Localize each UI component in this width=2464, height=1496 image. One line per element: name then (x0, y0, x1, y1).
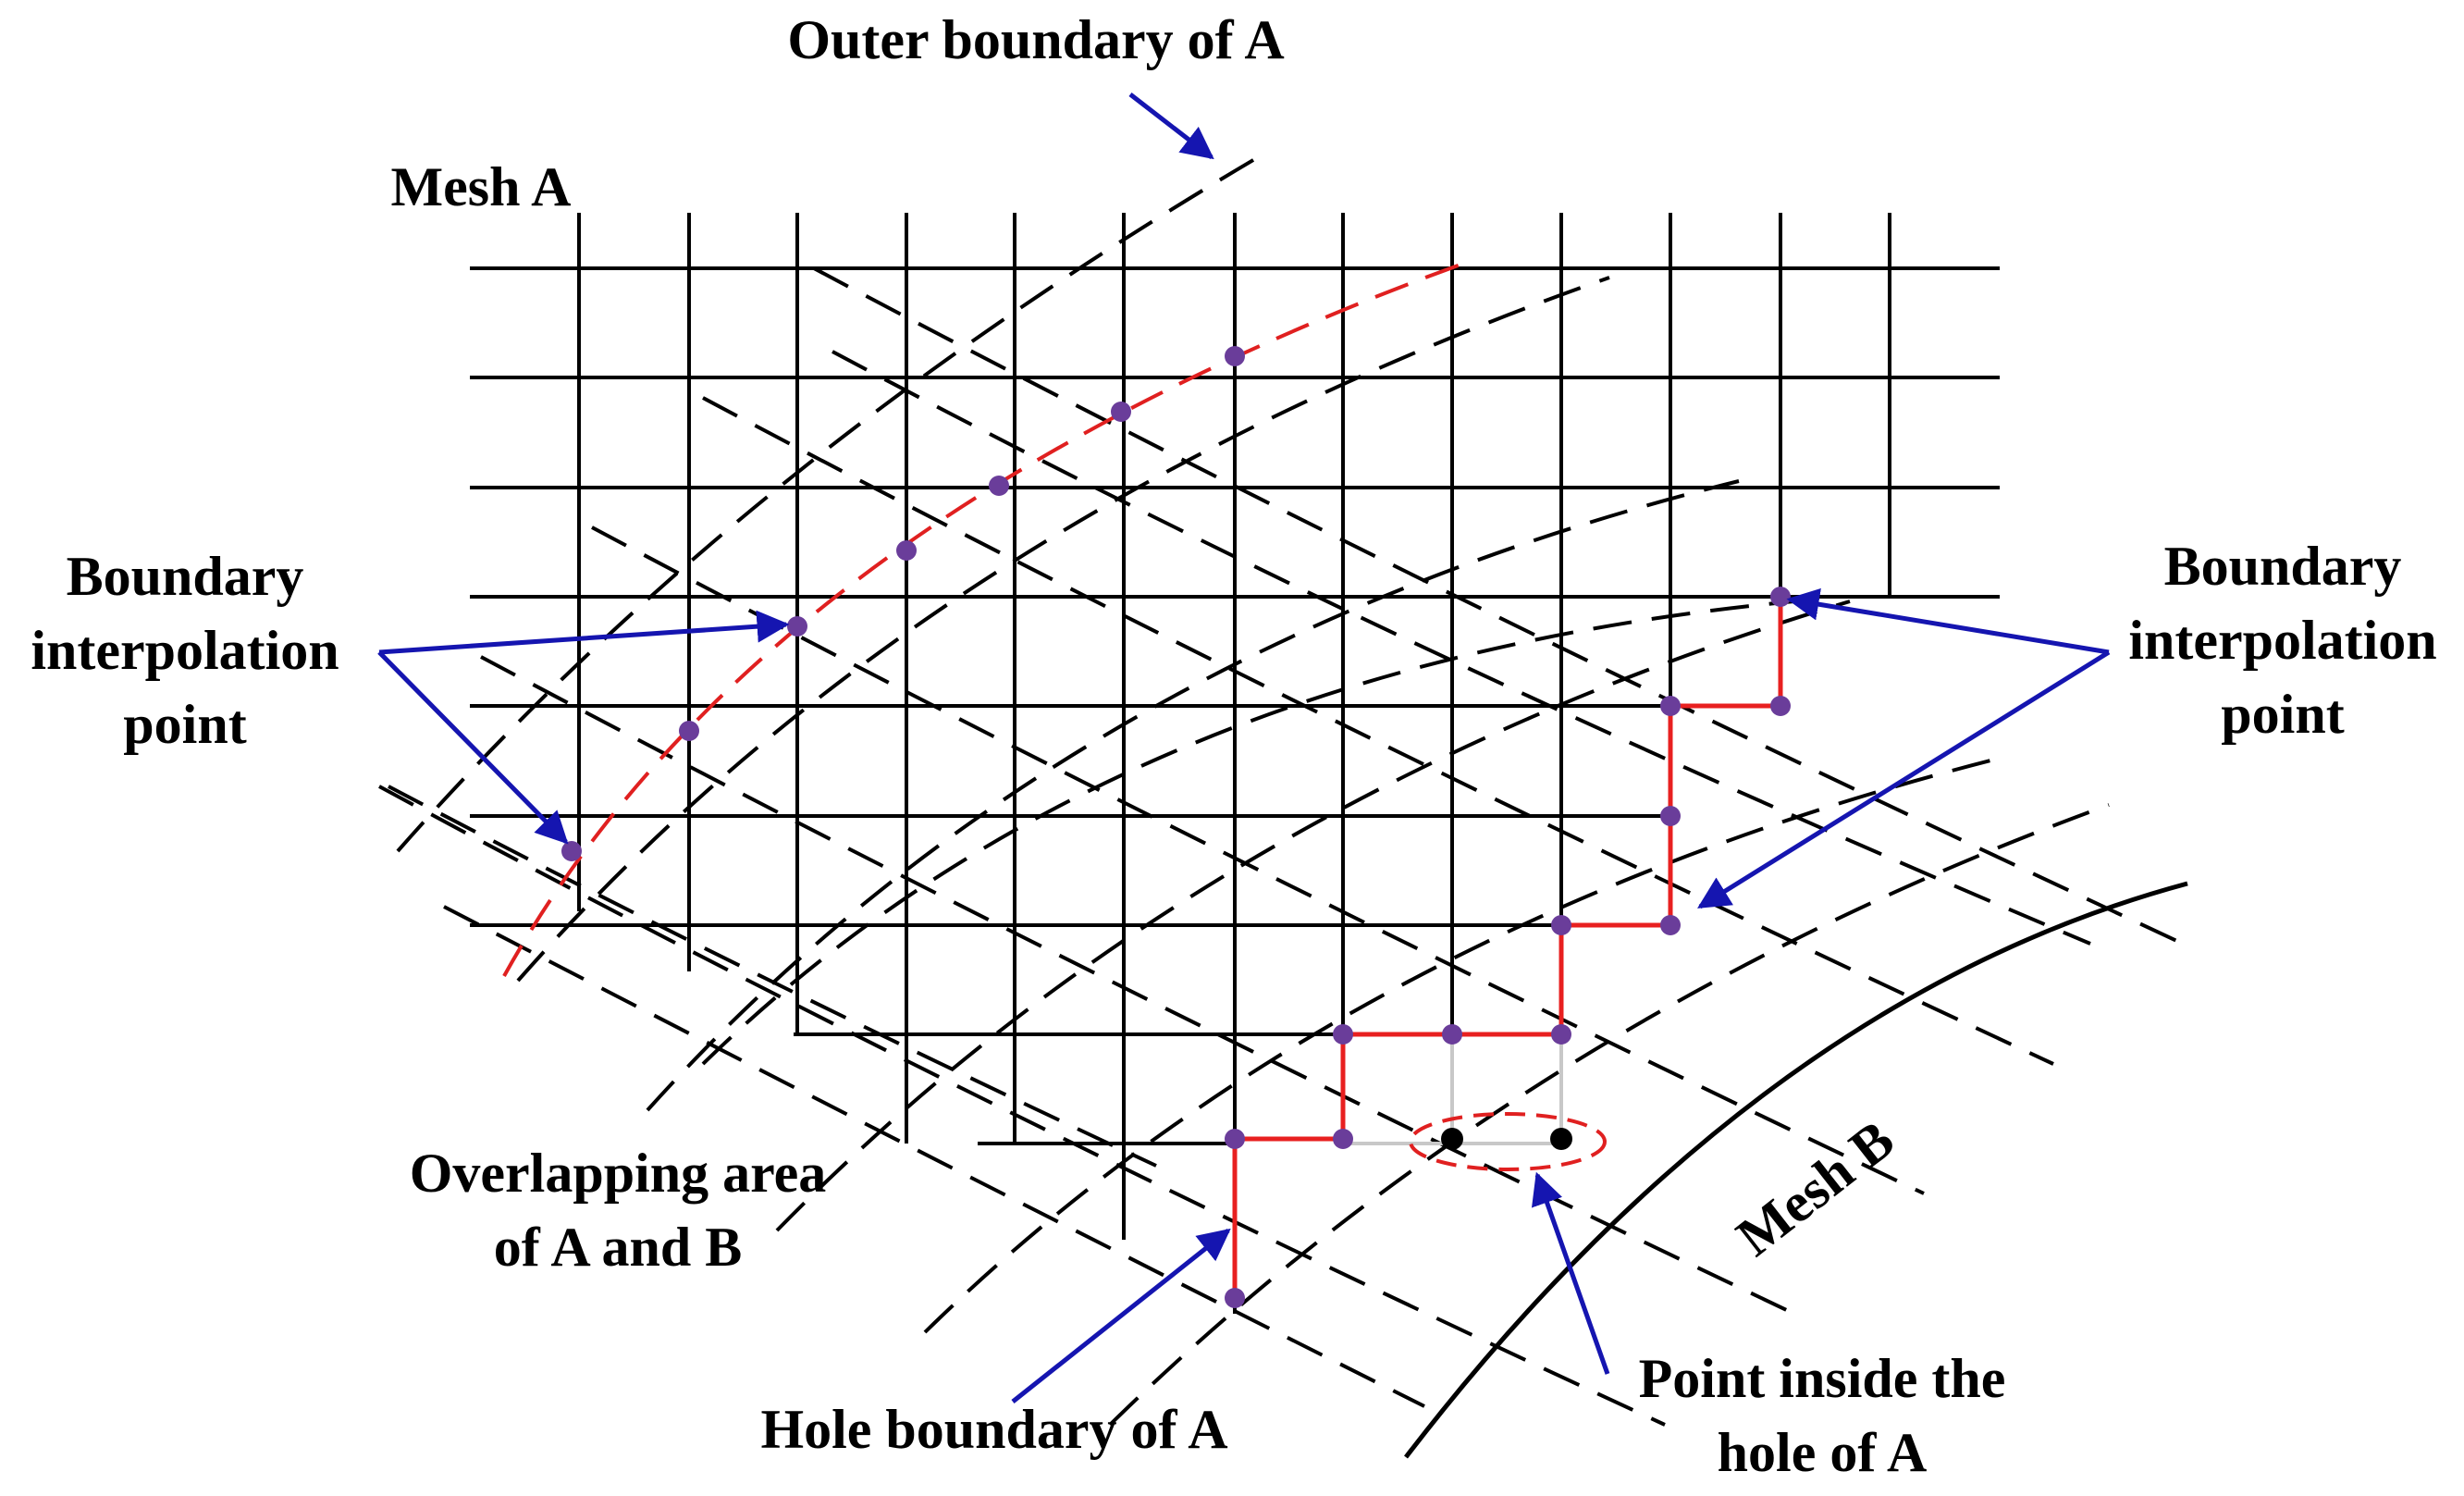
svg-text:hole of A: hole of A (1718, 1422, 1928, 1483)
mesh-b-grid (378, 155, 2184, 1427)
svg-text:point: point (123, 694, 246, 755)
hole-boundary-line (1232, 597, 1783, 1298)
svg-text:Point inside the: Point inside the (1639, 1348, 2006, 1409)
svg-text:Boundary: Boundary (2164, 536, 2402, 597)
svg-text:Boundary: Boundary (67, 546, 304, 607)
mesh-b-outer-boundary (1404, 881, 2188, 1459)
point-inside-label: Point inside the hole of A (1639, 1348, 2006, 1483)
mesh-a-grid (470, 213, 2000, 1314)
mesh-b-label: Mesh B (1726, 1108, 1905, 1267)
svg-text:Overlapping area: Overlapping area (410, 1143, 827, 1204)
outer-boundary-curve (502, 259, 1472, 977)
hole-inside-points (1441, 1128, 1572, 1150)
hole-boundary-label: Hole boundary of A (760, 1399, 1227, 1460)
boundary-interp-label-right: Boundary interpolation point (2128, 536, 2436, 745)
boundary-interp-label-left: Boundary interpolation point (31, 546, 339, 755)
hole-interpolation-points (1225, 587, 1791, 1308)
overlap-label: Overlapping area of A and B (410, 1143, 827, 1278)
svg-text:interpolation: interpolation (2128, 610, 2436, 671)
svg-text:point: point (2221, 684, 2344, 745)
outer-interpolation-points (561, 346, 1245, 861)
svg-text:of A and B: of A and B (494, 1217, 742, 1278)
mesh-a-label: Mesh A (391, 156, 572, 217)
svg-text:interpolation: interpolation (31, 620, 339, 681)
annotation-arrows (377, 93, 2111, 1403)
hole-point-ellipse (1409, 1112, 1607, 1171)
outer-boundary-label: Outer boundary of A (787, 9, 1284, 70)
